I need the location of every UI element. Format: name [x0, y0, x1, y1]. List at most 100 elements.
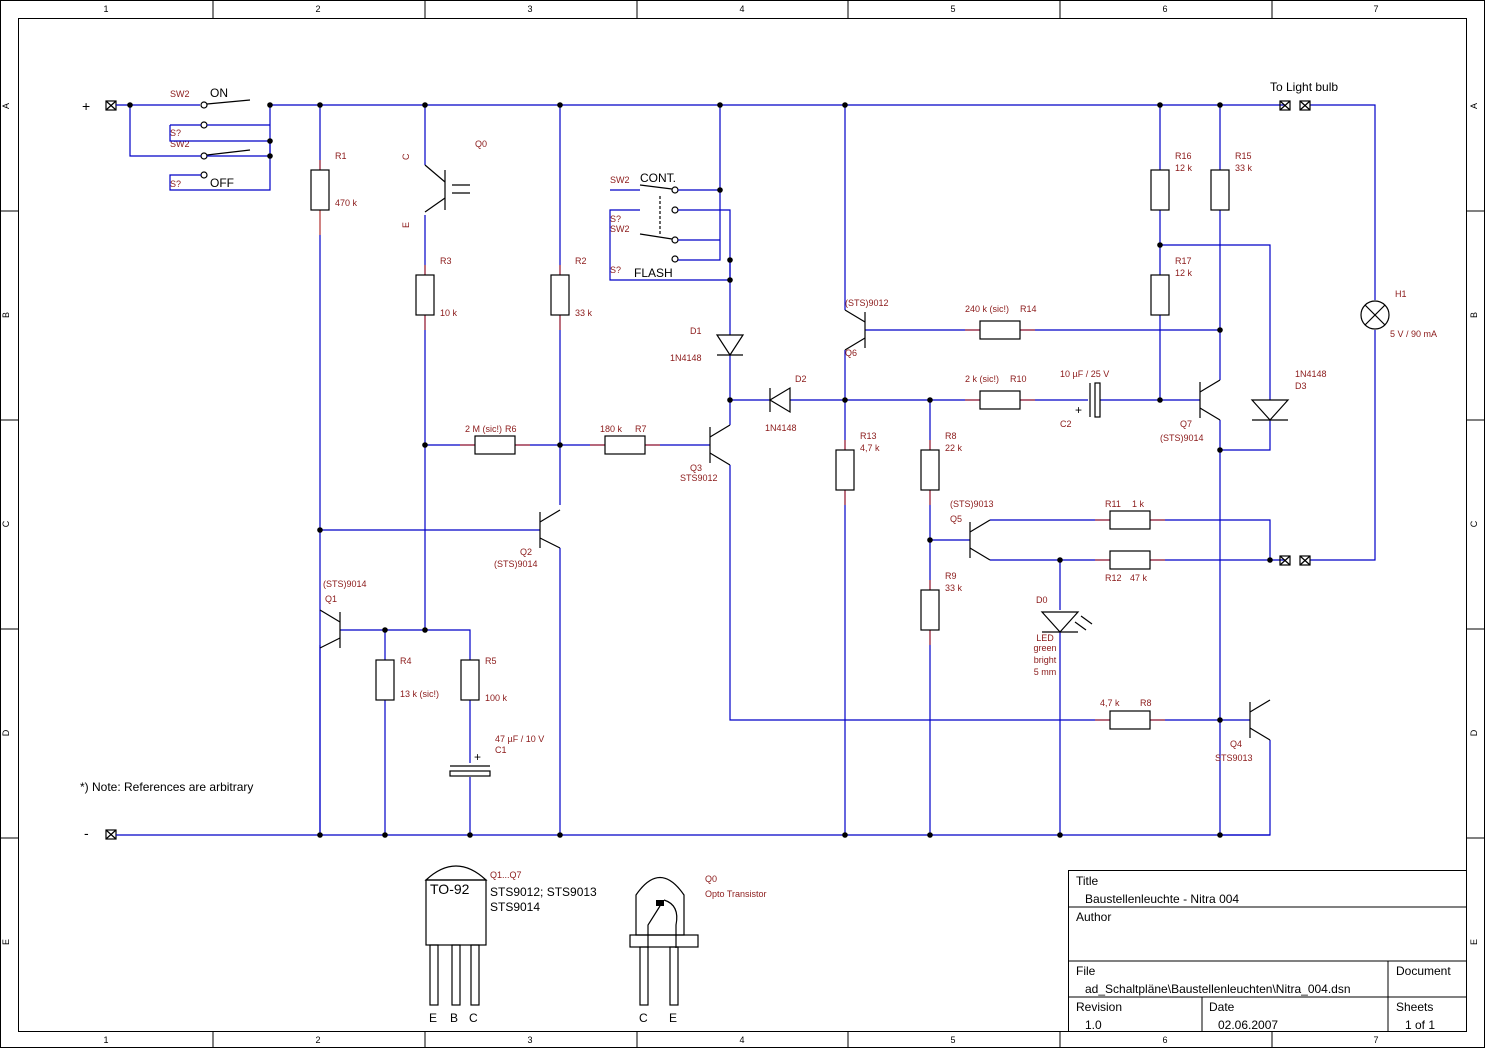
r10-ref: R10 — [1010, 374, 1027, 384]
opto-pin-c: C — [639, 1011, 648, 1025]
d0-size: 5 mm — [1034, 667, 1057, 677]
transistor-q0 — [424, 164, 470, 213]
d2-ref: D2 — [795, 374, 807, 384]
resistor-r10 — [965, 390, 1035, 410]
grid-col-3-bottom: 3 — [527, 1035, 532, 1045]
references-note: *) Note: References are arbitrary — [80, 780, 253, 794]
q4-type: STS9013 — [1215, 753, 1253, 763]
resistor-r11 — [1095, 510, 1165, 530]
capacitor-c1: + — [449, 750, 491, 777]
resistor-r5 — [460, 659, 480, 701]
r4-ref: R4 — [400, 656, 412, 666]
grid-col-7-top: 7 — [1373, 4, 1378, 14]
h1-ref: H1 — [1395, 289, 1407, 299]
opto-pin-e: E — [669, 1011, 677, 1025]
r15-ref: R15 — [1235, 151, 1252, 161]
transistor-q5 — [969, 519, 991, 561]
package-opto: Q0 Opto Transistor C E — [629, 874, 767, 1025]
grid-row-d-left: D — [1, 729, 11, 736]
to92-pin-b: B — [450, 1011, 458, 1025]
diode-d2 — [768, 386, 791, 414]
h1-value: 5 V / 90 mA — [1390, 329, 1437, 339]
r8a-ref: R8 — [945, 431, 957, 441]
r16-value: 12 k — [1175, 163, 1193, 173]
resistor-r16 — [1150, 169, 1170, 211]
resistor-r15 — [1210, 169, 1230, 211]
c1-value: 47 µF / 10 V — [495, 734, 544, 744]
resistor-r13 — [835, 440, 855, 505]
c1-ref: C1 — [495, 745, 507, 755]
transistor-q6 — [844, 309, 866, 351]
switch-off-label: OFF — [210, 176, 234, 190]
grid-row-d-right: D — [1469, 729, 1479, 736]
resistor-r8-4k7 — [1095, 710, 1165, 730]
r13-value: 4,7 k — [860, 443, 880, 453]
sw2-label-a: SW2 — [170, 89, 190, 99]
led-d0 — [1040, 611, 1093, 633]
q2-type: (STS)9014 — [494, 559, 538, 569]
r15-value: 33 k — [1235, 163, 1253, 173]
transistor-q2 — [539, 509, 561, 549]
capacitor-c2: + — [1075, 382, 1101, 418]
d0-led: LED — [1036, 633, 1054, 643]
diode-d1 — [715, 334, 745, 357]
grid-row-e-left: E — [1, 939, 11, 945]
revision-value: 1.0 — [1085, 1018, 1102, 1032]
q1-type: (STS)9014 — [323, 579, 367, 589]
grid-col-1-top: 1 — [103, 4, 108, 14]
d0-ref: D0 — [1036, 595, 1048, 605]
package-to92: TO-92 Q1...Q7 STS9012; STS9013 STS9014 E… — [424, 865, 597, 1025]
grid-col-4-bottom: 4 — [739, 1035, 744, 1045]
s-label-b: S? — [170, 179, 181, 189]
d3-value: 1N4148 — [1295, 369, 1327, 379]
resistor-r6 — [460, 435, 530, 455]
grid-col-7-bottom: 7 — [1373, 1035, 1378, 1045]
r5-ref: R5 — [485, 656, 497, 666]
r2-ref: R2 — [575, 256, 587, 266]
d3-ref: D3 — [1295, 381, 1307, 391]
r14-value: 240 k (sic!) — [965, 304, 1009, 314]
resistor-r9 — [920, 580, 940, 645]
resistor-r2 — [550, 265, 570, 330]
q5-type: (STS)9013 — [950, 499, 994, 509]
opto-ref: Q0 — [705, 874, 717, 884]
grid-col-2-top: 2 — [315, 4, 320, 14]
grid-col-2-bottom: 2 — [315, 1035, 320, 1045]
r2-value: 33 k — [575, 308, 593, 318]
to92-types-2: STS9014 — [490, 900, 540, 914]
grid-row-c-left: C — [1, 520, 11, 527]
transistor-q7 — [1199, 379, 1221, 421]
grid-row-c-right: C — [1469, 520, 1479, 527]
r4-value: 13 k (sic!) — [400, 689, 439, 699]
q0-collector-label: C — [401, 153, 411, 160]
q0-emitter-label: E — [401, 222, 411, 228]
r3-value: 10 k — [440, 308, 458, 318]
title-label: Title — [1076, 874, 1099, 888]
grid-row-e-right: E — [1469, 939, 1479, 945]
sheets-value: 1 of 1 — [1405, 1018, 1435, 1032]
date-value: 02.06.2007 — [1218, 1018, 1278, 1032]
r17-ref: R17 — [1175, 256, 1192, 266]
d0-brightness: bright — [1034, 655, 1057, 665]
r6-value: 2 M (sic!) — [465, 424, 502, 434]
grid-col-6-bottom: 6 — [1162, 1035, 1167, 1045]
q6-ref: Q6 — [845, 348, 857, 358]
r11-value: 1 k — [1132, 499, 1145, 509]
grid-col-3-top: 3 — [527, 4, 532, 14]
r12-value: 47 k — [1130, 573, 1148, 583]
transistor-q1 — [319, 609, 341, 649]
r16-ref: R16 — [1175, 151, 1192, 161]
grid-col-1-bottom: 1 — [103, 1035, 108, 1045]
q6-type: (STS)9012 — [845, 298, 889, 308]
resistors — [310, 160, 1230, 730]
switch-sw2-on-off: SW2 ON S? SW2 S? OFF — [129, 86, 271, 191]
capacitors: + + — [449, 382, 1101, 777]
c2-ref: C2 — [1060, 419, 1072, 429]
r9-value: 33 k — [945, 583, 963, 593]
resistor-r3 — [415, 265, 435, 330]
to92-pin-e: E — [429, 1011, 437, 1025]
switch-on-label: ON — [210, 86, 228, 100]
diodes — [715, 334, 1290, 633]
